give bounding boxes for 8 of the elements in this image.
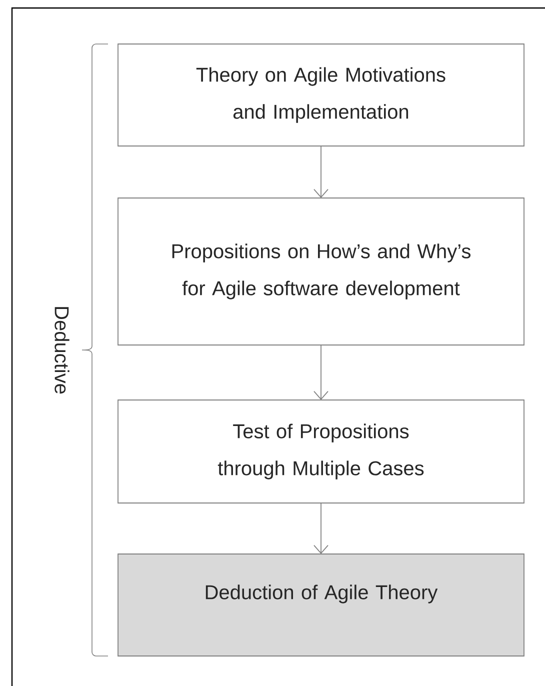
- arrow: [314, 344, 328, 400]
- bracket-label: Deductive: [54, 307, 70, 394]
- process-box: Propositions on How’s and Why’s for Agile software development: [118, 198, 524, 346]
- arrow: [314, 502, 328, 554]
- process-box: Theory on Agile Motivations and Implementation: [118, 44, 524, 146]
- arrow: [314, 146, 328, 198]
- process-box: Test of Propositions through Multiple Cases: [118, 400, 524, 504]
- process-box: Deduction of Agile Theory: [118, 554, 524, 656]
